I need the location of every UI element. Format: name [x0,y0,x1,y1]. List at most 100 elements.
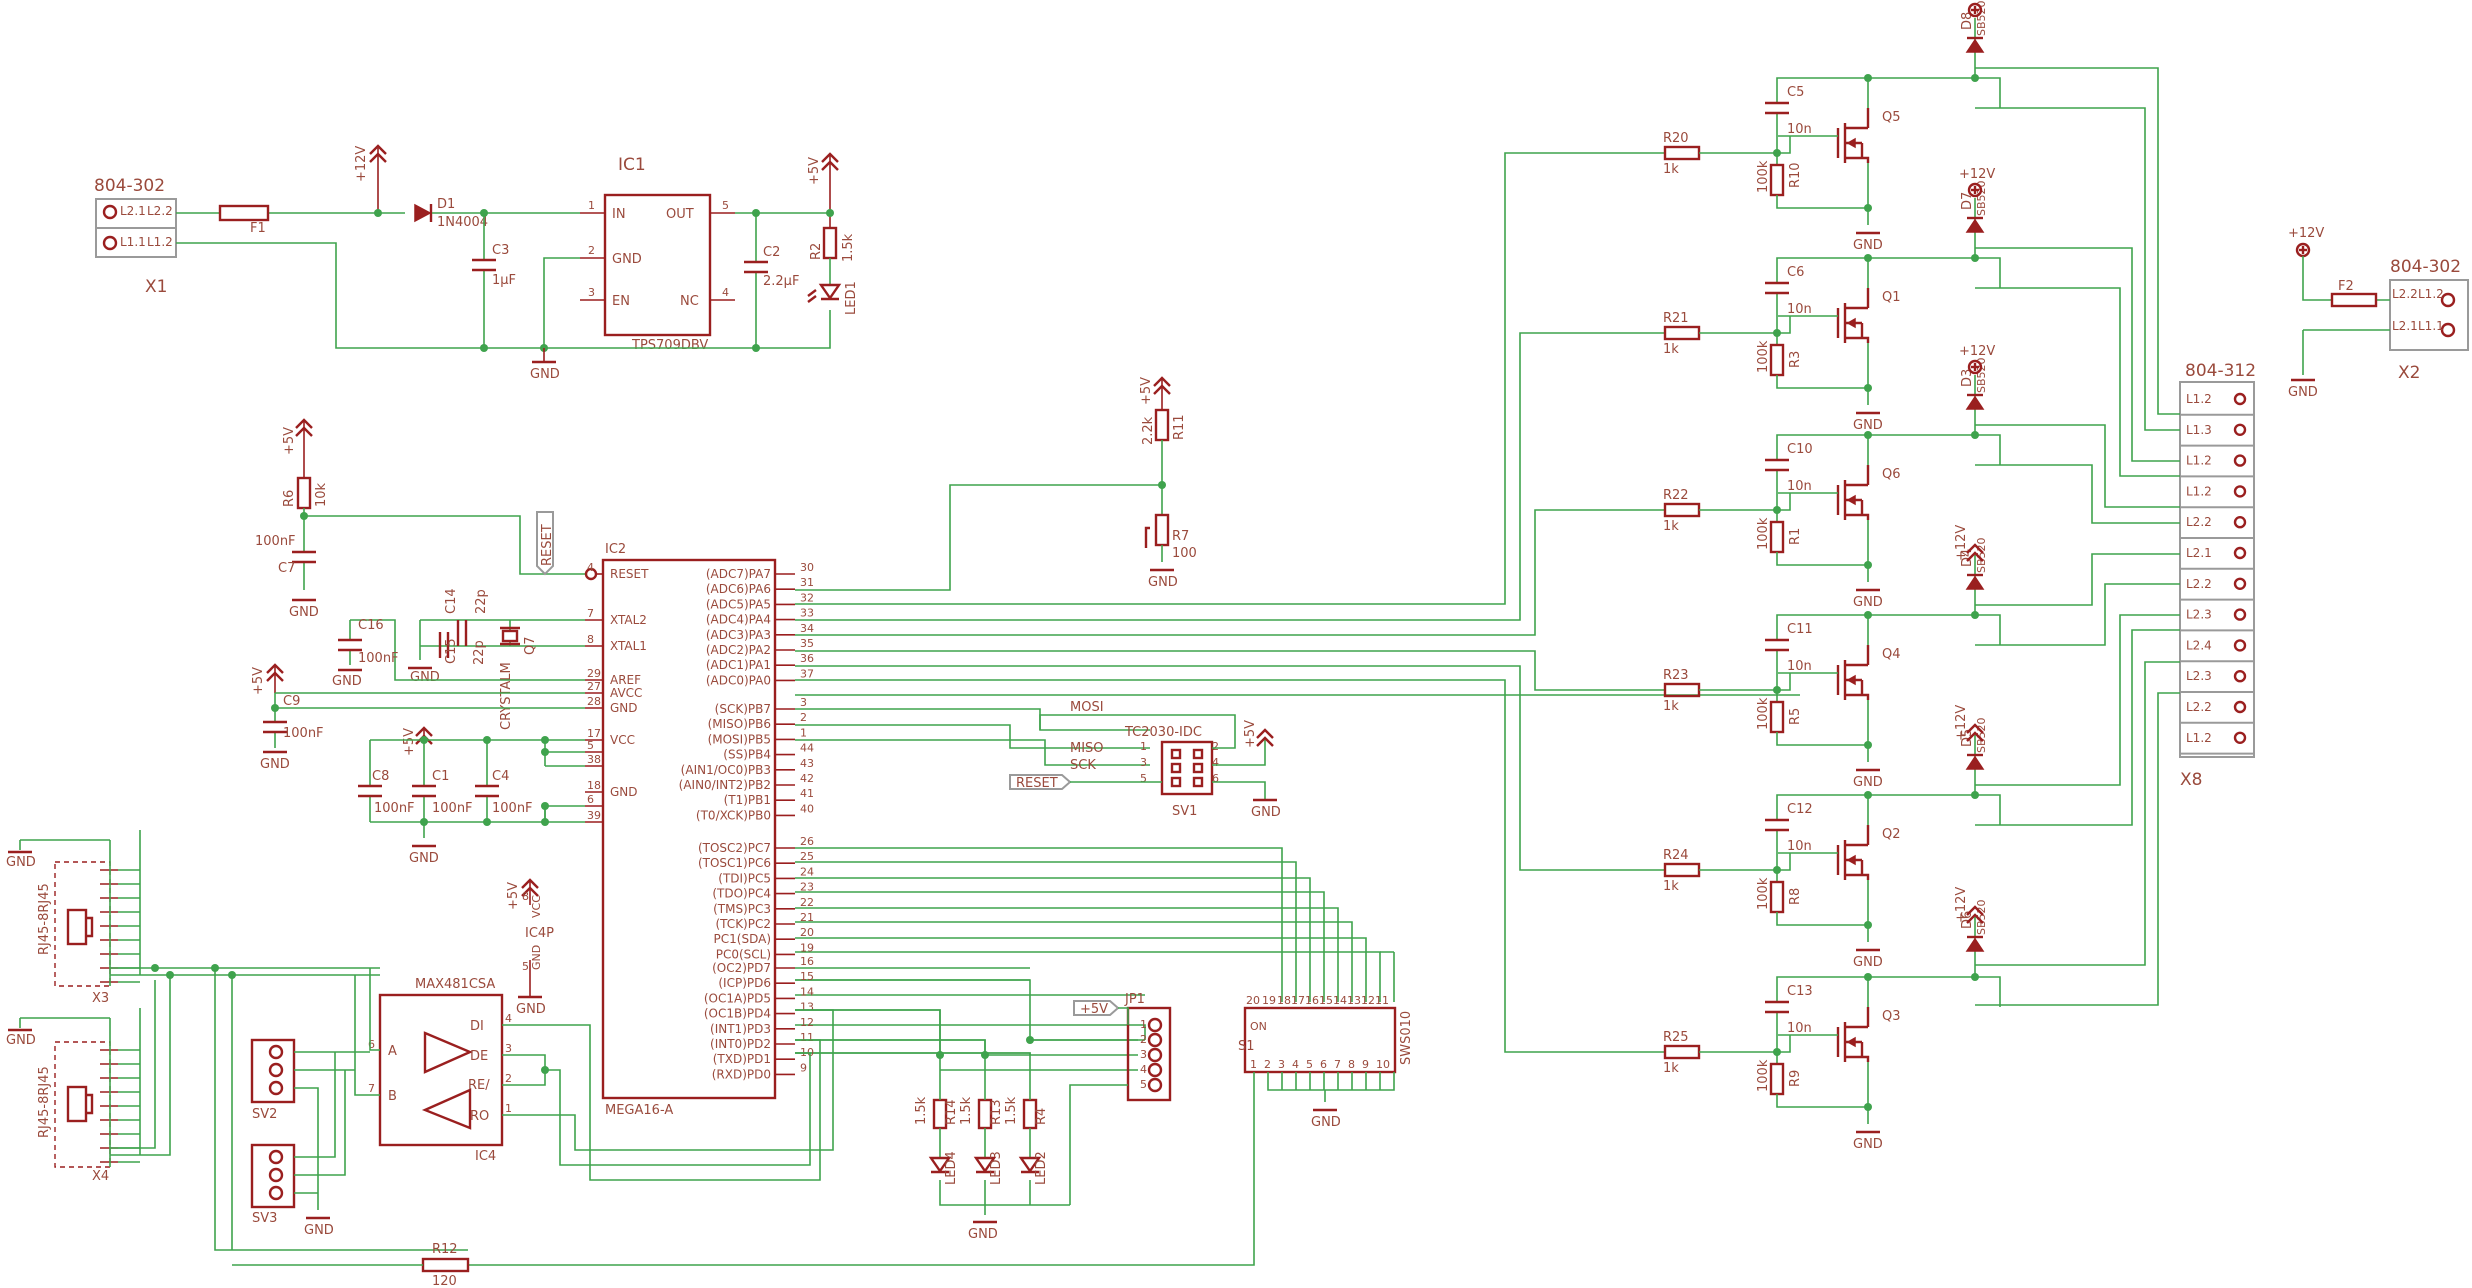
channel-12v: +12V [1954,887,1969,923]
cap-c14: C14 22p [444,588,489,646]
mcu-right-pin-label: (TOSC1)PC6 [698,856,771,870]
svg-text:GND: GND [612,252,642,267]
svg-text:R14: R14 [944,1099,959,1125]
mcu-right-pin-label: PC0(SCL) [716,947,771,961]
svg-text:GND: GND [6,1033,36,1048]
mcu-right-pin-num: 24 [800,865,814,878]
svg-text:1.5k: 1.5k [841,233,856,262]
svg-text:L2.2: L2.2 [2392,287,2418,301]
crystal-q7: Q7 CRYSTALM [499,626,538,730]
svg-text:+5V: +5V [1080,1002,1108,1017]
svg-text:R12: R12 [432,1242,458,1257]
header-sv2: SV2 [250,1038,296,1122]
channel-gnd: GND [1853,238,1883,253]
svg-text:LED4: LED4 [944,1151,959,1185]
svg-text:DI: DI [470,1019,484,1034]
mcu-right-pin-num: 40 [800,802,814,815]
svg-text:GND: GND [332,674,362,689]
channel-gnd: GND [1853,1137,1883,1152]
regulator-ic1: IN GND EN OUT NC 1 2 3 5 4 IC1 TPS709DBV [580,155,735,353]
fuse-f1: F1 [218,204,270,236]
svg-text:MISO: MISO [1070,741,1104,756]
svg-text:1: 1 [505,1102,512,1115]
channel-r-pd: R3 [1788,351,1803,368]
svg-text:3: 3 [1278,1058,1285,1071]
svg-text:GND: GND [968,1227,998,1242]
svg-text:RESET: RESET [540,524,555,566]
channel-r-pd-value: 100k [1756,697,1771,730]
svg-text:GND: GND [289,605,319,620]
channel-r-in: R24 [1663,848,1689,863]
svg-text:MEGA16-A: MEGA16-A [605,1103,673,1118]
svg-text:RJ45-8RJ45: RJ45-8RJ45 [37,1066,52,1138]
channel-r-pd: R8 [1788,888,1803,905]
svg-text:100nF: 100nF [255,534,296,549]
channel-cap-value: 10n [1787,1021,1812,1036]
mcu-left-pin-num: 29 [587,667,601,680]
mcu-left-pin-num: 18 [587,779,601,792]
svg-text:L2.1: L2.1 [2392,319,2418,333]
channel-r-in-value: 1k [1663,342,1679,357]
channel-mosfet: Q2 [1882,827,1901,842]
svg-text:20: 20 [1246,994,1260,1007]
svg-text:14: 14 [1333,994,1347,1007]
mcu-right-pin-label: (ADC3)PA3 [706,628,771,642]
channel-mosfet: Q5 [1882,110,1901,125]
mcu-left-pin-num: 7 [587,607,594,620]
mcu-right-pin-label: (ICP)PD6 [718,976,771,990]
channel-diode-value: SB520 [1975,180,1988,216]
rj45-x4: RJ45-8RJ45 X4 [37,1041,111,1184]
svg-text:4: 4 [1140,1063,1147,1076]
channel-mosfet: Q1 [1882,290,1901,305]
svg-text:8: 8 [522,890,529,903]
svg-text:SWS010: SWS010 [1399,1011,1414,1065]
svg-text:6: 6 [1212,772,1219,785]
channel-diode-value: SB520 [1975,899,1988,935]
channel-mosfet: Q3 [1882,1009,1901,1024]
svg-text:17: 17 [1291,994,1305,1007]
mcu-right-pin-label: (TCK)PC2 [716,917,772,931]
mcu-right-pin-label: (ADC6)PA6 [706,582,771,596]
mcu-right-pin-label: (AIN0/INT2)PB2 [679,778,771,792]
mcu-right-pin-num: 44 [800,742,814,755]
svg-text:3: 3 [1140,756,1147,769]
channel-r-in: R23 [1663,668,1689,683]
svg-text:2.2µF: 2.2µF [763,274,799,289]
cap-c2: C2 2.2µF [744,245,799,289]
channel-12v: +12V [1959,167,1995,182]
mcu-right-pin-label: (T1)PB1 [724,793,771,807]
x1-type: 804-302 [94,176,165,196]
mcu-right-pin-num: 42 [800,772,814,785]
svg-text:10k: 10k [314,482,329,507]
svg-text:IC2: IC2 [605,542,626,557]
svg-text:GND: GND [516,1002,546,1017]
svg-text:2: 2 [1264,1058,1271,1071]
mcu-right-pin-label: (TXD)PD1 [713,1052,771,1066]
svg-text:22p: 22p [472,640,487,665]
svg-text:120: 120 [432,1274,457,1288]
svg-text:GND: GND [6,855,36,870]
mcu-right-pin-label: (OC2)PD7 [712,961,771,975]
channel-cap: C11 [1787,622,1813,637]
mcu-right-pin-label: (ADC7)PA7 [706,567,771,581]
header-sv3: SV3 [250,1143,296,1226]
mcu-right-pin-num: 14 [800,985,814,998]
svg-text:IC1: IC1 [618,155,646,175]
svg-text:+5V: +5V [1139,377,1154,405]
channel-diode-value: SB520 [1975,0,1988,36]
svg-text:X8: X8 [2180,770,2202,790]
resistor-r11: 2.2k R11 [1141,408,1187,445]
svg-text:2: 2 [1140,1033,1147,1046]
channel-diode: D6 [1960,911,1975,929]
svg-text:ON: ON [1250,1020,1267,1033]
channel-cap-value: 10n [1787,122,1812,137]
mcu-left-pin-label: GND [610,701,638,715]
resistor-r2: R2 1.5k [809,226,856,262]
x8-pin-label: L1.3 [2186,423,2212,437]
svg-text:GND: GND [260,757,290,772]
power-12v-top: +12V [354,144,387,213]
svg-text:F2: F2 [2338,279,2354,294]
svg-text:1.5k: 1.5k [1004,1096,1019,1125]
svg-text:R13: R13 [989,1099,1004,1125]
